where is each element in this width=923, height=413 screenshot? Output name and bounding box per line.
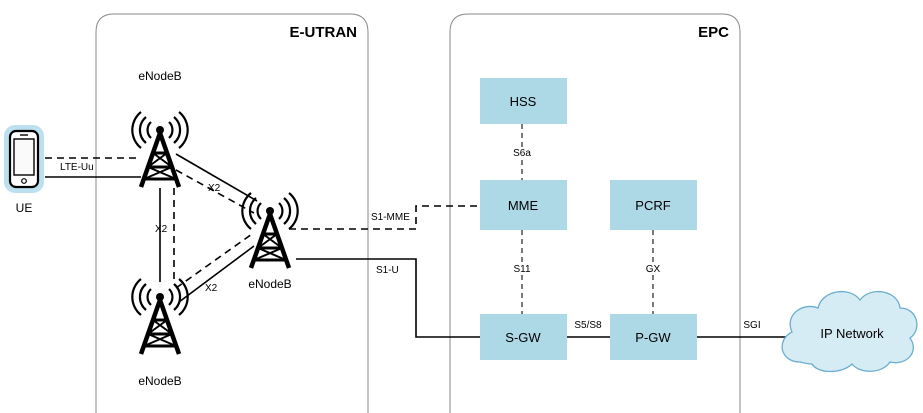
lte-uu-label: LTE-Uu [60, 162, 94, 173]
x2-bottom-right-dashed [175, 233, 253, 289]
enodeb-right-tower-icon [242, 193, 297, 268]
sgw-box [480, 314, 567, 360]
x2-top-label: X2 [208, 183, 221, 194]
hss-box [480, 78, 567, 124]
s11-label: S11 [513, 264, 530, 275]
s1-mme-link [289, 205, 480, 230]
s1-u-label: S1-U [376, 265, 399, 276]
enodeb-bottom-label: eNodeB [138, 374, 181, 388]
s5-s8-label: S5/S8 [574, 320, 602, 331]
s6a-label: S6a [513, 148, 531, 159]
s1-mme-label: S1-MME [371, 212, 410, 223]
ip-network-label: IP Network [820, 326, 884, 341]
pcrf-label: PCRF [635, 198, 670, 213]
pgw-label: P-GW [635, 330, 671, 345]
gx-label: GX [646, 264, 661, 275]
x2-bottom-right-solid [178, 245, 255, 303]
ue-label: UE [16, 201, 33, 215]
enodeb-top-tower-icon [132, 112, 187, 187]
epc-region [449, 13, 741, 413]
ue-phone-icon [4, 125, 44, 193]
eutran-title: E-UTRAN [290, 24, 358, 41]
x2-left-label: X2 [155, 224, 168, 235]
s1-u-link [296, 258, 480, 338]
x2-top-right-dashed [175, 169, 255, 214]
sgw-label: S-GW [505, 330, 541, 345]
enodeb-right-label: eNodeB [248, 277, 291, 291]
enodeb-top-label: eNodeB [138, 69, 181, 83]
x2-bottom-label: X2 [205, 283, 218, 294]
mme-label: MME [508, 198, 539, 213]
hss-label: HSS [510, 94, 537, 109]
ip-network-cloud-icon [781, 290, 918, 373]
epc-title: EPC [698, 24, 729, 41]
mme-box [480, 180, 567, 230]
pcrf-box [610, 180, 697, 230]
sgi-label: SGI [743, 320, 760, 331]
pgw-box [610, 314, 697, 360]
enodeb-bottom-tower-icon [132, 279, 187, 354]
eutran-region [95, 13, 369, 413]
x2-top-right-solid [175, 153, 258, 202]
